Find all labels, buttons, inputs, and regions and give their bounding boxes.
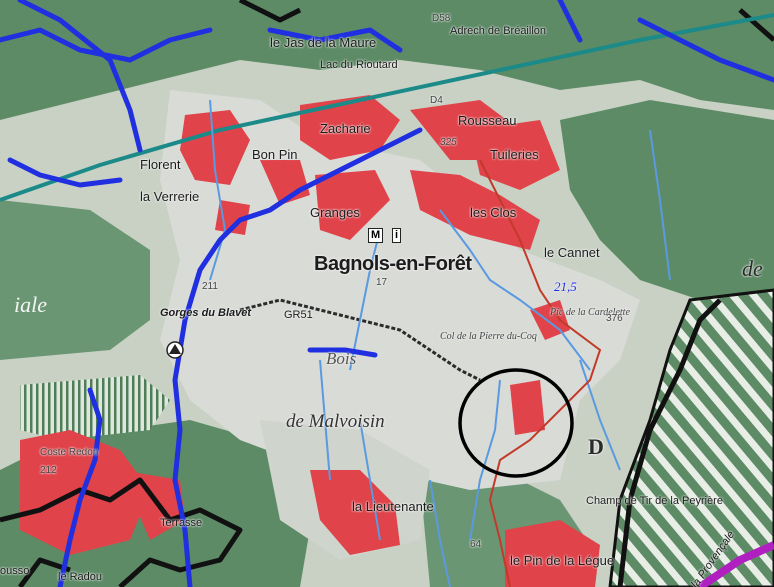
powerline <box>0 13 774 202</box>
label-21-5: 21,5 <box>554 279 577 294</box>
label-211: 211 <box>202 281 218 292</box>
label-d4: D4 <box>430 95 443 106</box>
label-le-cannet: le Cannet <box>544 245 600 260</box>
label-pic-cardelette: Pic de la Cardelette <box>550 307 630 318</box>
label-212: 212 <box>40 465 57 476</box>
label-le-jas: le Jas de la Maure <box>270 35 377 50</box>
label-granges: Granges <box>310 205 360 220</box>
label-bagnols: Bagnols-en-Forêt <box>314 253 472 275</box>
label-gorges: Gorges du Blavet <box>160 307 252 319</box>
label-de-malvoisin: de Malvoisin <box>286 411 385 432</box>
label-gr51: GR51 <box>284 309 313 321</box>
label-tuileries: Tuileries <box>490 147 539 162</box>
label-d58: D58 <box>432 13 451 24</box>
label-376: 376 <box>606 313 623 324</box>
label-la-lieutenante: la Lieutenante <box>352 499 434 514</box>
forest-north <box>0 0 774 120</box>
label-rousseau: Rousseau <box>458 113 517 128</box>
label-iale: iale <box>14 292 47 317</box>
label-florent: Florent <box>140 157 181 172</box>
purple-road <box>697 541 774 587</box>
hiking-trail <box>239 298 481 382</box>
departmental-road <box>479 159 602 587</box>
label-d-letter: D <box>588 434 604 459</box>
label-zacharie: Zacharie <box>320 121 371 136</box>
label-la-verrerie: la Verrerie <box>140 189 200 204</box>
urban-areas <box>20 95 600 587</box>
label-champ-tir: Champ de Tir de la Peyrière <box>586 495 723 507</box>
label-de: de <box>742 256 763 281</box>
label-col-pierre: Col de la Pierre du-Coq <box>440 331 537 342</box>
label-17: 17 <box>376 277 388 288</box>
label-coste: Coste Redon <box>40 447 99 458</box>
monument-badge[interactable]: M <box>368 228 384 243</box>
label-bon-pin: Bon Pin <box>252 147 298 162</box>
label-pin-legue: le Pin de la Légue <box>510 553 615 568</box>
forest-east <box>560 100 774 320</box>
label-le-radou: le Radou <box>58 571 103 583</box>
label-riou: Lac du Rioutard <box>320 59 398 71</box>
label-adrech: Adrech de Bréaillon <box>450 25 547 37</box>
highlight-circle <box>458 368 574 478</box>
streams <box>209 99 671 587</box>
forest-west <box>0 200 150 360</box>
label-325: 325 <box>440 137 457 148</box>
info-badge[interactable]: i <box>392 228 402 243</box>
label-bois: Bois <box>326 349 357 368</box>
label-64: 64 <box>470 539 482 550</box>
label-lousso: ousso <box>0 565 30 577</box>
military-zone <box>608 288 774 587</box>
label-terrasse: Terrasse <box>160 517 203 529</box>
label-les-clos: les Clos <box>470 205 517 220</box>
